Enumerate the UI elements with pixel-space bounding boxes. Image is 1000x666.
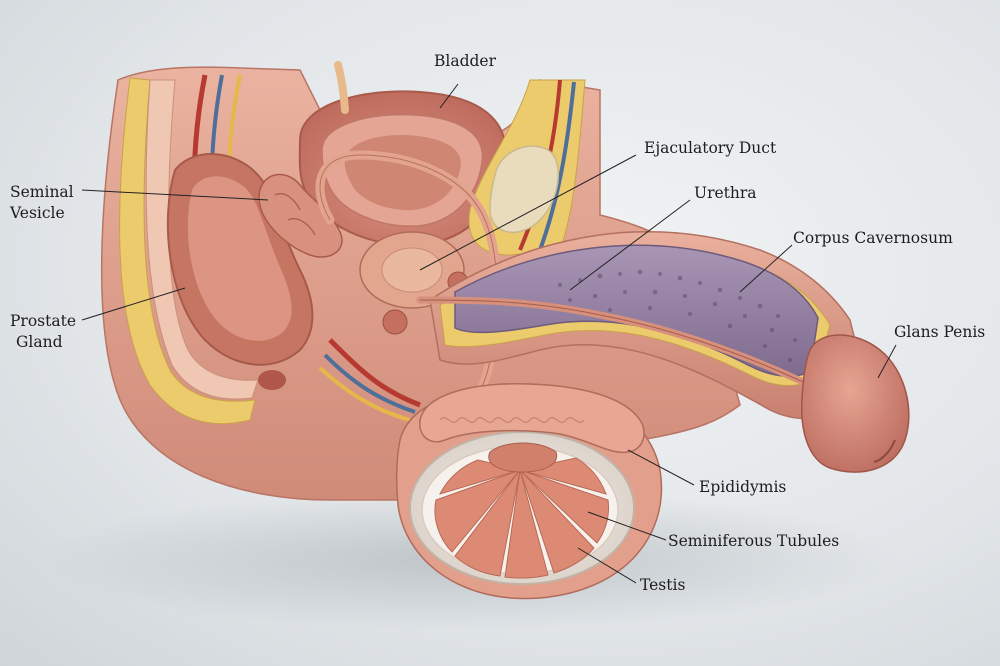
seminal-vesicle-organ (258, 173, 343, 258)
vas-deferens-edge (319, 154, 498, 421)
cord-vessel-blue (323, 353, 416, 414)
label-corpus-cavernosum: Corpus Cavernosum (793, 229, 953, 247)
seminiferous-lobules (434, 457, 609, 579)
bulbourethral-gland (382, 309, 408, 335)
leader-glans-penis (877, 344, 897, 379)
label-ejaculatory-duct: Ejaculatory Duct (644, 139, 777, 157)
leader-ejaculatory-duct (419, 154, 637, 271)
leader-seminal-vesicle (81, 189, 269, 201)
glans-organ (800, 334, 910, 473)
label-epididymis: Epididymis (699, 478, 787, 496)
cord-vessel-yellow (318, 366, 411, 422)
rectum-inner (187, 176, 292, 341)
label-urethra: Urethra (694, 184, 757, 202)
label-glans-penis: Glans Penis (894, 323, 986, 341)
leader-corpus-cavernosum (739, 244, 793, 293)
leader-urethra (569, 199, 691, 291)
prostate-inner (381, 247, 443, 293)
label-prostate-gland-line2: Gland (16, 333, 63, 351)
rectum-opening (258, 370, 286, 390)
cord-vessel-red (328, 338, 421, 408)
back-wall-fat (119, 77, 256, 425)
pubic-bone (489, 145, 560, 234)
label-bladder: Bladder (434, 52, 497, 70)
ureter (334, 61, 349, 114)
leader-prostate-gland (81, 287, 186, 321)
leader-epididymis (627, 449, 695, 486)
label-seminiferous-tubules: Seminiferous Tubules (668, 532, 840, 550)
epididymis-coils (439, 417, 585, 423)
glans-opening (873, 439, 896, 463)
pubic-wall-vessel-blue (538, 81, 576, 251)
leader-bladder (439, 83, 459, 109)
urethra-tube-edge (419, 299, 831, 396)
leader-testis (577, 547, 637, 584)
label-seminal-vesicle-line2: Vesicle (10, 204, 65, 222)
rete-testis (488, 442, 558, 473)
corpus-texture (557, 269, 797, 363)
label-testis: Testis (640, 576, 686, 594)
leader-lines (81, 83, 897, 584)
label-prostate-gland-line1: Prostate (10, 312, 76, 330)
leader-seminiferous-tubules (587, 511, 667, 541)
label-seminal-vesicle-line1: Seminal (10, 183, 74, 201)
seminal-vesicle-lobes (274, 193, 316, 236)
